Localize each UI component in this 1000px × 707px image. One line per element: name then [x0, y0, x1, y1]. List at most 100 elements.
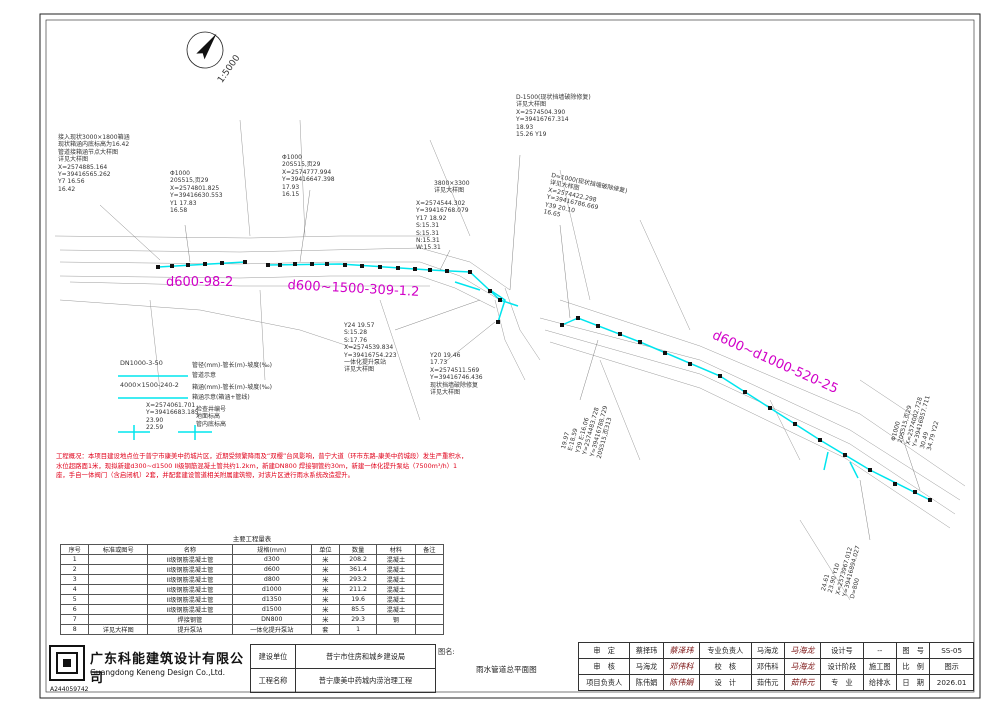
quantity-cell: 一体化提升泵站: [231, 624, 312, 635]
annotation-line: 管内底标高: [196, 420, 227, 428]
annotation-line: 现状箱涵内底标高为16.42: [58, 141, 130, 149]
quantity-cell: 混凝土: [376, 604, 416, 615]
annotation-line: 详见大样图: [58, 156, 89, 164]
quantity-header-cell: 名称: [147, 544, 233, 555]
annotation-line: Y=39416565.262: [58, 171, 111, 179]
outer-frame: [39, 13, 981, 699]
notes-body: 本项目建设地点位于普宁市康美中药城片区，近期受频繁降雨及“双樱”台风影响，普宁大…: [56, 452, 468, 480]
annotation-line: 22.59: [146, 424, 164, 432]
quantity-header-cell: 材料: [376, 544, 416, 555]
manhole-marker: [843, 453, 847, 457]
manhole-marker: [618, 332, 622, 336]
annotation-line: X=2574801.825: [170, 184, 220, 192]
annotation-line: 详见大样图: [434, 187, 465, 195]
annotation-line: 检查井编号: [196, 406, 227, 413]
annotation-line: 接入现状3000×1800箱涵: [58, 134, 130, 141]
quantity-cell: 7: [59, 614, 90, 625]
manhole-marker: [928, 498, 932, 502]
quantity-cell: 钢: [376, 614, 416, 625]
quantity-cell: [414, 594, 445, 605]
annotation-line: 17.73: [430, 359, 448, 367]
annotation-line: S:15.28: [344, 329, 368, 337]
manhole-marker: [293, 262, 297, 266]
legend-pipe1-label: DN1000-3-50: [120, 359, 163, 367]
manhole-marker: [360, 264, 364, 268]
signature: 茹伟元: [783, 674, 822, 691]
quantity-header-cell: 备注: [414, 544, 445, 555]
quantity-header-cell: 标准或图号: [88, 544, 149, 555]
road-lines: [54, 119, 966, 601]
manhole-marker: [325, 262, 329, 266]
quantity-cell: d1350: [231, 594, 312, 605]
signature: 马海龙: [783, 658, 822, 675]
quantity-cell: d600: [231, 564, 312, 575]
annotation-line: Y7 16.56: [58, 178, 85, 186]
approval-cell: 邓伟科: [750, 658, 785, 675]
manhole-marker: [266, 263, 270, 267]
quantity-cell: 提升泵站: [147, 624, 233, 635]
quantity-cell: 套: [310, 624, 341, 635]
annotation-line: X=2574544.302: [416, 200, 466, 207]
quantity-cell: 米: [310, 564, 341, 575]
quantity-cell: d1500: [231, 604, 312, 615]
quantity-header-cell: 规格(mm): [231, 544, 312, 555]
quantity-header-cell: 序号: [59, 544, 90, 555]
annotation-line: Y=39416630.553: [170, 192, 223, 200]
quantity-cell: 米: [310, 554, 341, 565]
annotation-line: Y20 19.46: [430, 352, 461, 359]
annotation-line: N:15.31: [416, 237, 440, 245]
annotation-line: 详见大样图: [516, 101, 547, 109]
quantity-cell: 4: [59, 584, 90, 595]
manhole-marker: [170, 264, 174, 268]
approval-cell: 茹伟元: [750, 674, 785, 691]
manhole-marker: [220, 261, 224, 265]
approval-cell: 设 计: [699, 674, 752, 691]
quantity-cell: 米: [310, 614, 341, 625]
quantity-cell: 211.2: [339, 584, 378, 595]
annotation-line: 16.42: [58, 185, 76, 193]
annotation-line: X=2574511.569: [430, 366, 480, 374]
approval-cell: 比 例: [895, 658, 931, 675]
annotation-line: Y=39416767.314: [516, 116, 569, 124]
annotation-line: S:15.31: [416, 222, 440, 230]
approval-cell: 给排水: [862, 674, 897, 691]
quantity-cell: 8: [59, 624, 90, 635]
project-label: 工程名称: [250, 668, 296, 693]
company-name-en: Guangdong Keneng Design Co.,Ltd.: [90, 668, 226, 677]
company-logo-icon: [49, 645, 85, 681]
manhole-marker: [596, 324, 600, 328]
annotation-line: Φ1000: [170, 170, 190, 177]
signature: 马海龙: [783, 642, 822, 659]
approval-cell: 设计阶段: [820, 658, 864, 675]
annotation-line: 23.90: [146, 416, 164, 424]
annotation-line: X=2574061.701: [146, 402, 196, 409]
approval-cell: 专业负责人: [699, 642, 752, 659]
annotation-line: 地面标高: [196, 413, 221, 421]
manhole-marker: [560, 323, 564, 327]
manhole-marker: [413, 267, 417, 271]
quantity-cell: 19.6: [339, 594, 378, 605]
annotation-line: 3800×3300: [434, 180, 470, 187]
quantity-cell: 米: [310, 584, 341, 595]
quantity-cell: DN800: [231, 614, 312, 625]
quantity-cell: [414, 624, 445, 635]
quantity-cell: 混凝土: [376, 594, 416, 605]
approval-cell: 蔡择玮: [629, 642, 664, 659]
quantity-cell: [88, 564, 149, 575]
quantity-cell: 6: [59, 604, 90, 615]
annotation-line: X=2574885.164: [58, 163, 108, 171]
manhole-marker: [743, 390, 747, 394]
quantity-cell: d800: [231, 574, 312, 585]
approval-cell: SS-05: [929, 642, 974, 659]
north-arrow-icon: [186, 31, 224, 69]
quantity-cell: 米: [310, 574, 341, 585]
client-name: 普宁市住房和城乡建设局: [295, 644, 436, 669]
legend-pipe2-sub: 箱涵示意(箱涵+管线): [192, 394, 250, 401]
manhole-marker: [768, 406, 772, 410]
quantity-cell: 85.5: [339, 604, 378, 615]
